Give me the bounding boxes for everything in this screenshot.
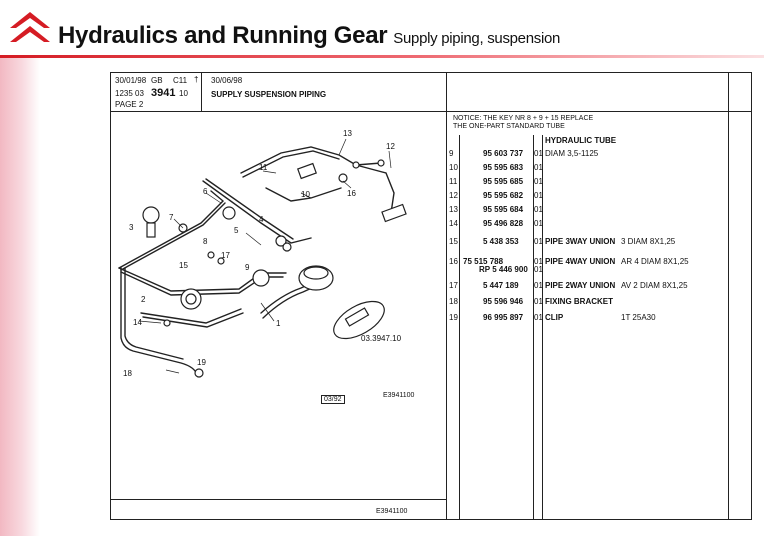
part-qty: 01 xyxy=(534,163,543,172)
part-ref: 96 995 897 xyxy=(483,313,524,322)
callout-number: 6 xyxy=(203,187,208,196)
header-divider xyxy=(0,55,764,58)
part-qty: 01 xyxy=(534,281,543,290)
part-key: 11 xyxy=(449,177,458,186)
callout-number: 19 xyxy=(197,358,206,367)
callout-number: 13 xyxy=(343,129,352,138)
part-qty: 01 xyxy=(534,265,543,274)
callout-number: 7 xyxy=(169,213,174,222)
part-desc-detail: 1T 25A30 xyxy=(621,313,656,322)
stamp-box: 03/92 xyxy=(321,395,345,404)
sheet-divider xyxy=(201,73,202,111)
sheet-ref-number: 3941 xyxy=(151,87,176,99)
part-key: 16 xyxy=(449,257,458,266)
callout-number: 9 xyxy=(245,263,250,272)
part-ref: 95 595 682 xyxy=(483,191,524,200)
callout-number: 15 xyxy=(179,261,188,270)
part-key: 19 xyxy=(449,313,458,322)
sheet-header-line xyxy=(111,111,751,112)
part-key: 18 xyxy=(449,297,458,306)
part-ref: 95 603 737 xyxy=(483,149,524,158)
part-key: 14 xyxy=(449,219,458,228)
sheet-divider xyxy=(728,73,729,519)
part-ref: 95 595 685 xyxy=(483,177,524,186)
callout-number: 17 xyxy=(221,251,230,260)
part-qty: 01 xyxy=(534,191,543,200)
drawing-code: E3941100 xyxy=(383,392,415,399)
part-desc-detail: 3 DIAM 8X1,25 xyxy=(621,237,676,246)
notice-line-2: THE ONE-PART STANDARD TUBE xyxy=(453,123,565,130)
sheet-divider xyxy=(446,73,447,519)
part-key: 10 xyxy=(449,163,458,172)
part-desc-detail: AR 4 DIAM 8X1,25 xyxy=(621,257,689,266)
part-key: 12 xyxy=(449,191,458,200)
part-qty: 01 xyxy=(534,297,543,306)
callout-number: 2 xyxy=(141,295,146,304)
part-key: 13 xyxy=(449,205,458,214)
footer-code: E3941100 xyxy=(376,508,408,515)
sheet-lang: GB xyxy=(151,76,163,85)
suspension-piping-drawing xyxy=(118,138,407,378)
sheet-date-right: 30/06/98 xyxy=(211,76,243,85)
parts-sheet: 30/01/98 GB C11 † 30/06/98 1235 03 3941 … xyxy=(110,72,752,520)
part-ref: 95 595 684 xyxy=(483,205,524,214)
part-ref: RP 5 446 900 xyxy=(479,265,528,274)
table-col-divider xyxy=(533,135,534,519)
callout-number: 12 xyxy=(386,142,395,151)
callout-number: 3 xyxy=(129,223,134,232)
callout-number: 5 xyxy=(234,226,239,235)
part-desc: FIXING BRACKET xyxy=(545,297,613,306)
part-qty: 01 xyxy=(534,149,543,158)
part-qty: 01 xyxy=(534,177,543,186)
part-desc-detail: AV 2 DIAM 8X1,25 xyxy=(621,281,688,290)
callout-number: 11 xyxy=(259,163,268,172)
part-ref: 5 438 353 xyxy=(483,237,519,246)
table-col-divider xyxy=(542,135,543,519)
double-chevron-logo-icon xyxy=(10,12,50,42)
sheet-ref-suffix: 10 xyxy=(179,89,188,98)
callout-number: 14 xyxy=(133,318,142,327)
parts-heading: HYDRAULIC TUBE xyxy=(545,136,617,145)
callout-number: 4 xyxy=(259,215,264,224)
part-key: 9 xyxy=(449,149,454,158)
callout-number: 18 xyxy=(123,369,132,378)
part-qty: 01 xyxy=(534,257,543,266)
page-subtitle: Supply piping, suspension xyxy=(393,30,561,47)
sheet-page: PAGE 2 xyxy=(115,100,144,109)
part-qty: 01 xyxy=(534,219,543,228)
callout-number: 16 xyxy=(347,189,356,198)
left-decorative-band xyxy=(0,58,40,536)
diagram-ref: 03.3947.10 xyxy=(361,334,402,343)
sheet-ref-prefix: 1235 03 xyxy=(115,89,144,98)
part-desc: CLIP xyxy=(545,313,564,322)
part-qty: 01 xyxy=(534,237,543,246)
part-ref: 75 515 788 xyxy=(463,257,504,266)
part-ref: 95 596 946 xyxy=(483,297,524,306)
callout-number: 8 xyxy=(203,237,208,246)
part-key: 17 xyxy=(449,281,458,290)
callout-number: 1 xyxy=(276,319,281,328)
sheet-mark: † xyxy=(194,75,199,84)
sheet-date-left: 30/01/98 xyxy=(115,76,147,85)
sheet-code: C11 xyxy=(173,76,188,85)
part-desc: PIPE 2WAY UNION xyxy=(545,281,616,290)
notice-line-1: NOTICE: THE KEY NR 8 + 9 + 15 REPLACE xyxy=(453,115,594,122)
part-desc: DIAM 3,5-1125 xyxy=(545,149,599,158)
sheet-heading: SUPPLY SUSPENSION PIPING xyxy=(211,90,327,99)
callout-number: 10 xyxy=(301,190,310,199)
part-ref: 95 496 828 xyxy=(483,219,524,228)
part-ref: 5 447 189 xyxy=(483,281,519,290)
part-desc: PIPE 4WAY UNION xyxy=(545,257,616,266)
part-qty: 01 xyxy=(534,205,543,214)
part-desc: PIPE 3WAY UNION xyxy=(545,237,616,246)
sheet-footer-line xyxy=(111,499,446,500)
part-ref: 95 595 683 xyxy=(483,163,524,172)
part-key: 15 xyxy=(449,237,458,246)
table-col-divider xyxy=(459,135,460,519)
part-qty: 01 xyxy=(534,313,543,322)
